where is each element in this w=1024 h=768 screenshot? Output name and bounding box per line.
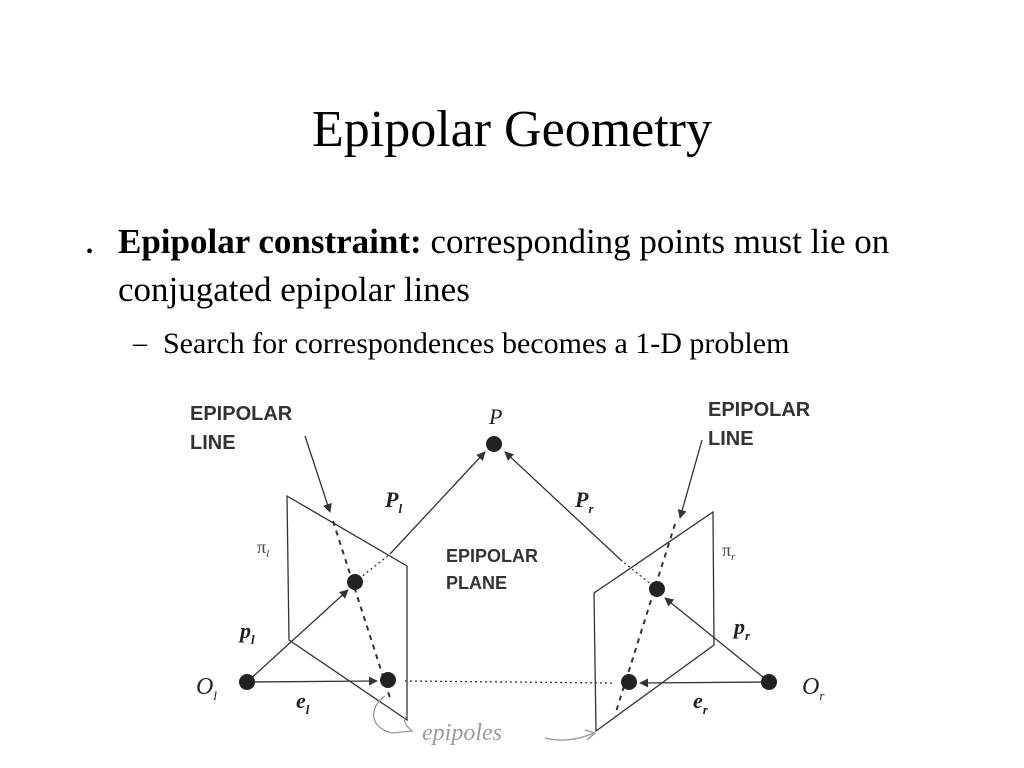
label-epipolar-plane-1: EPIPOLAR: [446, 546, 538, 566]
point-P: [486, 436, 502, 452]
label-P-r: Pr: [574, 487, 594, 516]
epipoles-arrow-right: [544, 732, 595, 741]
bullet-main: Epipolar constraint: corresponding point…: [118, 218, 958, 314]
label-e-r: er: [693, 688, 709, 717]
bullet-bold-label: Epipolar constraint:: [118, 222, 422, 261]
point-p-r: [649, 581, 665, 597]
label-epipolar-line-left-1: EPIPOLAR: [190, 403, 293, 425]
baseline: [404, 680, 613, 684]
label-epipolar-line-left-2: LINE: [190, 432, 236, 454]
point-p-l: [347, 574, 363, 590]
sub-bullet-dash: –: [133, 328, 147, 359]
label-O-r: Or: [802, 674, 825, 703]
point-e-r: [621, 674, 637, 690]
ray-P-r: [504, 451, 623, 562]
point-O-l: [239, 674, 255, 690]
ray-e-r: [639, 678, 770, 688]
label-epipolar-plane-2: PLANE: [446, 573, 507, 593]
left-epipolar-line: [332, 520, 392, 702]
epipoles-arrowhead: [584, 729, 597, 741]
label-e-l: el: [296, 688, 310, 717]
point-O-r: [761, 674, 777, 690]
label-epipolar-line-right-2: LINE: [708, 428, 754, 450]
label-P-l: Pl: [384, 487, 402, 516]
point-e-l: [380, 672, 396, 688]
right-epipolar-line: [614, 523, 676, 716]
label-pi-r: πr: [722, 540, 736, 563]
epipoles-note: epipoles: [422, 720, 502, 746]
ray-P-l: [389, 451, 486, 555]
label-epipolar-line-right-1: EPIPOLAR: [708, 399, 811, 421]
ray-p-l: [246, 589, 349, 683]
ray-p-r: [664, 597, 770, 683]
epipolar-line-left-pointer: [304, 435, 332, 513]
epipoles-brace-left: [373, 695, 414, 734]
left-image-plane: [286, 494, 408, 722]
slide-title: Epipolar Geometry: [312, 101, 712, 158]
ray-e-l: [246, 676, 378, 686]
label-O-l: Ol: [196, 674, 217, 703]
right-image-plane: [593, 510, 715, 733]
label-P: P: [488, 404, 502, 429]
bullet-dot: •: [86, 241, 94, 263]
sub-bullet-text: Search for correspondences becomes a 1-D…: [163, 327, 790, 360]
label-p-l: pl: [238, 618, 255, 647]
label-pi-l: πl: [257, 537, 269, 560]
epipolar-line-right-pointer: [677, 439, 703, 519]
label-p-r: pr: [732, 614, 751, 643]
bullet-text: corresponding points must lie on conjuga…: [118, 222, 890, 309]
